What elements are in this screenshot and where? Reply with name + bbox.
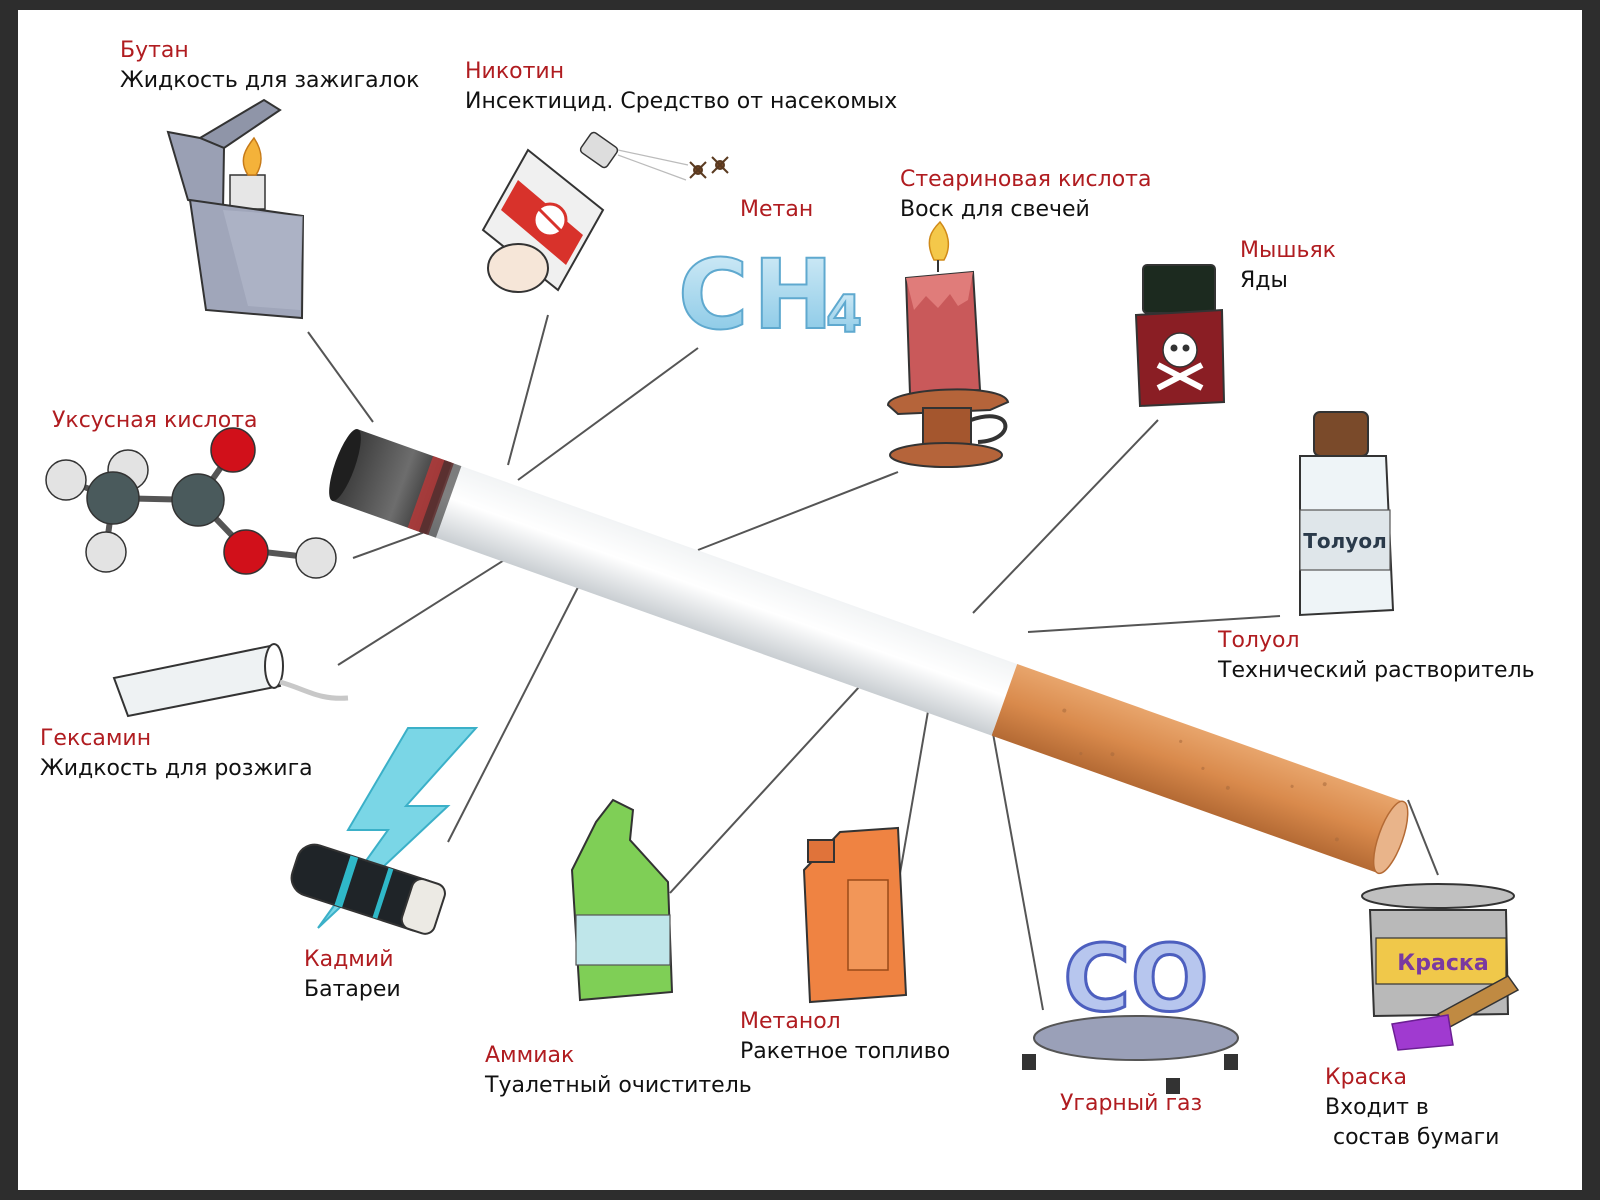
- label-stearic-acid: Стеариновая кислота Воск для свечей: [900, 165, 1151, 225]
- label-butane-desc: Жидкость для зажигалок: [120, 68, 420, 93]
- label-paint-desc: Входит в: [1325, 1095, 1429, 1120]
- ch4-formula-icon: C H 4: [677, 238, 863, 352]
- test-tube-icon: [112, 643, 349, 718]
- label-stearic-acid-name: Стеариновая кислота: [900, 167, 1152, 192]
- label-carbon-monoxide-name: Угарный газ: [1060, 1091, 1203, 1116]
- paint-can-icon: Краска: [1361, 883, 1520, 1051]
- co-flame-letters: CO: [1063, 925, 1209, 1032]
- lighter-icon: [166, 98, 305, 320]
- label-ammonia-desc: Туалетный очиститель: [485, 1073, 752, 1098]
- illustration: C H 4: [45, 98, 1520, 1094]
- label-methane-name: Метан: [740, 197, 814, 222]
- label-hexamine: Гексамин Жидкость для розжига: [40, 724, 313, 784]
- candle-icon: [886, 220, 1010, 468]
- label-carbon-monoxide: Угарный газ: [1060, 1089, 1202, 1119]
- label-nicotine: Никотин Инсектицид. Средство от насекомы…: [465, 57, 897, 117]
- label-paint-name: Краска: [1325, 1065, 1407, 1090]
- poison-bottle-icon: [1134, 264, 1226, 408]
- label-methanol-desc: Ракетное топливо: [740, 1039, 951, 1064]
- label-acetic-acid: Уксусная кислота: [52, 406, 258, 436]
- leader-lines: [307, 314, 1439, 1011]
- label-methane: Метан: [740, 195, 813, 225]
- ch4-letter-c: C: [678, 239, 748, 351]
- label-arsenic: Мышьяк Яды: [1240, 236, 1336, 296]
- label-stearic-acid-desc: Воск для свечей: [900, 197, 1090, 222]
- paint-can-label: Краска: [1397, 951, 1488, 976]
- toluene-bottle-label: Толуол: [1303, 529, 1386, 553]
- label-paint: Краска Входит в состав бумаги: [1325, 1063, 1499, 1153]
- cigarette-icon: [329, 429, 1409, 875]
- ch4-subscript: 4: [826, 285, 862, 345]
- label-hexamine-desc: Жидкость для розжига: [40, 756, 313, 781]
- label-toluene: Толуол Технический растворитель: [1218, 626, 1535, 686]
- gas-flame-icon: CO: [1022, 924, 1239, 1094]
- label-nicotine-name: Никотин: [465, 59, 565, 84]
- solvent-bottle-icon: Толуол: [1299, 411, 1395, 617]
- cleaner-bottle-icon: [570, 798, 674, 1002]
- label-cadmium-name: Кадмий: [304, 947, 394, 972]
- label-toluene-name: Толуол: [1218, 628, 1300, 653]
- label-toluene-desc: Технический растворитель: [1218, 658, 1535, 683]
- molecule-icon: [45, 427, 337, 579]
- battery-icon: [290, 727, 479, 935]
- jerrycan-icon: [802, 826, 908, 1004]
- spray-can-icon: [481, 131, 729, 293]
- label-nicotine-desc: Инсектицид. Средство от насекомых: [465, 89, 898, 114]
- label-paint-desc-2: состав бумаги: [1333, 1125, 1500, 1150]
- label-hexamine-name: Гексамин: [40, 726, 152, 751]
- label-arsenic-desc: Яды: [1240, 268, 1288, 293]
- label-cadmium-desc: Батареи: [304, 977, 401, 1002]
- label-cadmium: Кадмий Батареи: [304, 945, 401, 1005]
- label-ammonia-name: Аммиак: [485, 1043, 575, 1068]
- label-methanol: Метанол Ракетное топливо: [740, 1007, 950, 1067]
- label-acetic-acid-name: Уксусная кислота: [52, 408, 258, 433]
- label-arsenic-name: Мышьяк: [1240, 238, 1336, 263]
- ch4-letter-h: H: [753, 239, 833, 351]
- diagram-canvas: C H 4: [18, 10, 1582, 1190]
- label-butane: Бутан Жидкость для зажигалок: [120, 36, 419, 96]
- label-butane-name: Бутан: [120, 38, 189, 63]
- label-ammonia: Аммиак Туалетный очиститель: [485, 1041, 752, 1101]
- label-methanol-name: Метанол: [740, 1009, 841, 1034]
